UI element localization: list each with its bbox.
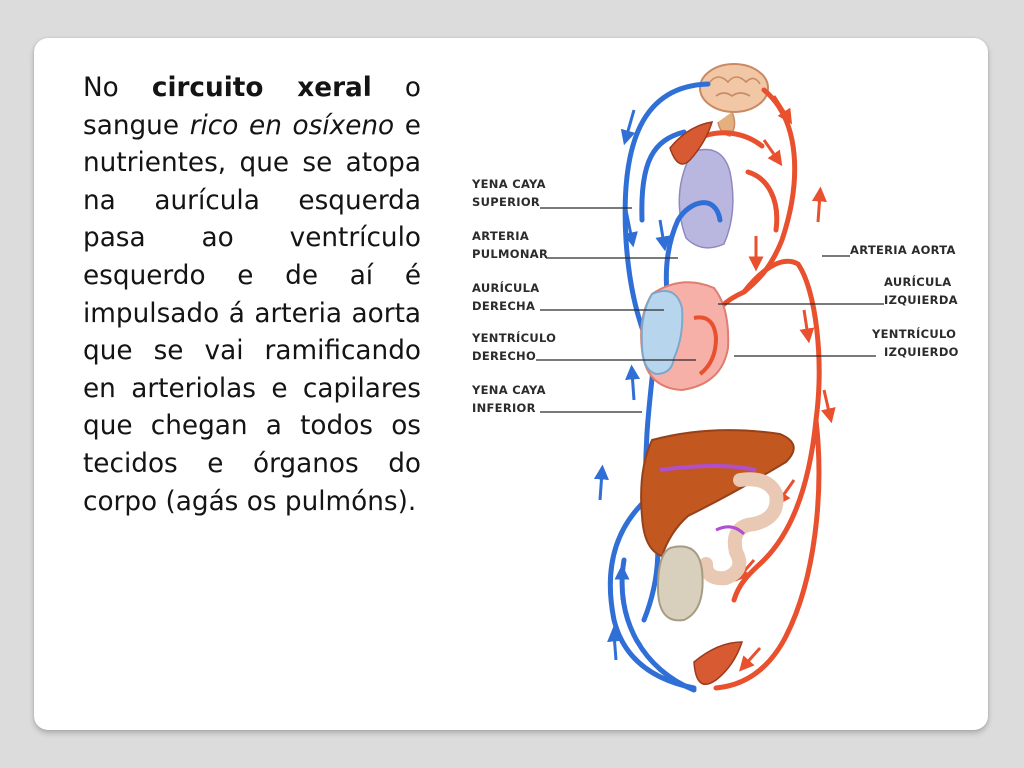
- lung-organ: [678, 148, 734, 249]
- label-ventriculo-derecho-2: DERECHO: [472, 349, 536, 363]
- label-auricula-derecha-2: DERECHA: [472, 299, 535, 313]
- intestine-organ: [699, 472, 784, 586]
- term-circuito-xeral: circuito xeral: [151, 73, 372, 103]
- circulation-diagram: YENA CAYA SUPERIOR ARTERIA PULMONAR AURÍ…: [471, 63, 959, 693]
- label-ventriculo-izquierdo-1: YENTRÍCULO: [871, 326, 956, 341]
- text-run: No: [83, 73, 152, 103]
- label-ventriculo-izquierdo-2: IZQUIERDO: [884, 345, 959, 359]
- heart-organ: [640, 281, 730, 392]
- body-paragraph: No circuito xeral o sangue rico en osíxe…: [83, 70, 421, 521]
- muscle-organ: [669, 121, 744, 685]
- text-run: e nutrientes, que se atopa na aurícula e…: [83, 110, 421, 517]
- brain-organ: [699, 63, 769, 137]
- label-vena-cava-superior-1: YENA CAYA: [471, 177, 546, 191]
- liver-organ: [640, 429, 795, 558]
- term-rico-en-osixeno: rico en osíxeno: [189, 110, 395, 141]
- label-auricula-derecha-1: AURÍCULA: [472, 280, 539, 295]
- label-auricula-izquierda-1: AURÍCULA: [884, 274, 951, 289]
- label-arteria-aorta: ARTERIA AORTA: [850, 243, 956, 257]
- flow-arrows: [593, 95, 836, 672]
- kidney-organ: [656, 545, 704, 622]
- diagram-labels: YENA CAYA SUPERIOR ARTERIA PULMONAR AURÍ…: [471, 177, 959, 415]
- label-vena-cava-superior-2: SUPERIOR: [472, 195, 540, 209]
- slide-card: [34, 38, 988, 730]
- label-vena-cava-inferior-2: INFERIOR: [472, 401, 536, 415]
- label-leader-lines: [536, 207, 884, 413]
- label-auricula-izquierda-2: IZQUIERDA: [884, 293, 958, 307]
- label-vena-cava-inferior-1: YENA CAYA: [471, 383, 546, 397]
- label-arteria-pulmonar-1: ARTERIA: [472, 229, 529, 243]
- vein-vessels: [607, 81, 723, 693]
- text-run: o sangue: [83, 73, 421, 141]
- label-ventriculo-derecho-1: YENTRÍCULO: [471, 330, 556, 345]
- label-arteria-pulmonar-2: PULMONAR: [472, 247, 548, 261]
